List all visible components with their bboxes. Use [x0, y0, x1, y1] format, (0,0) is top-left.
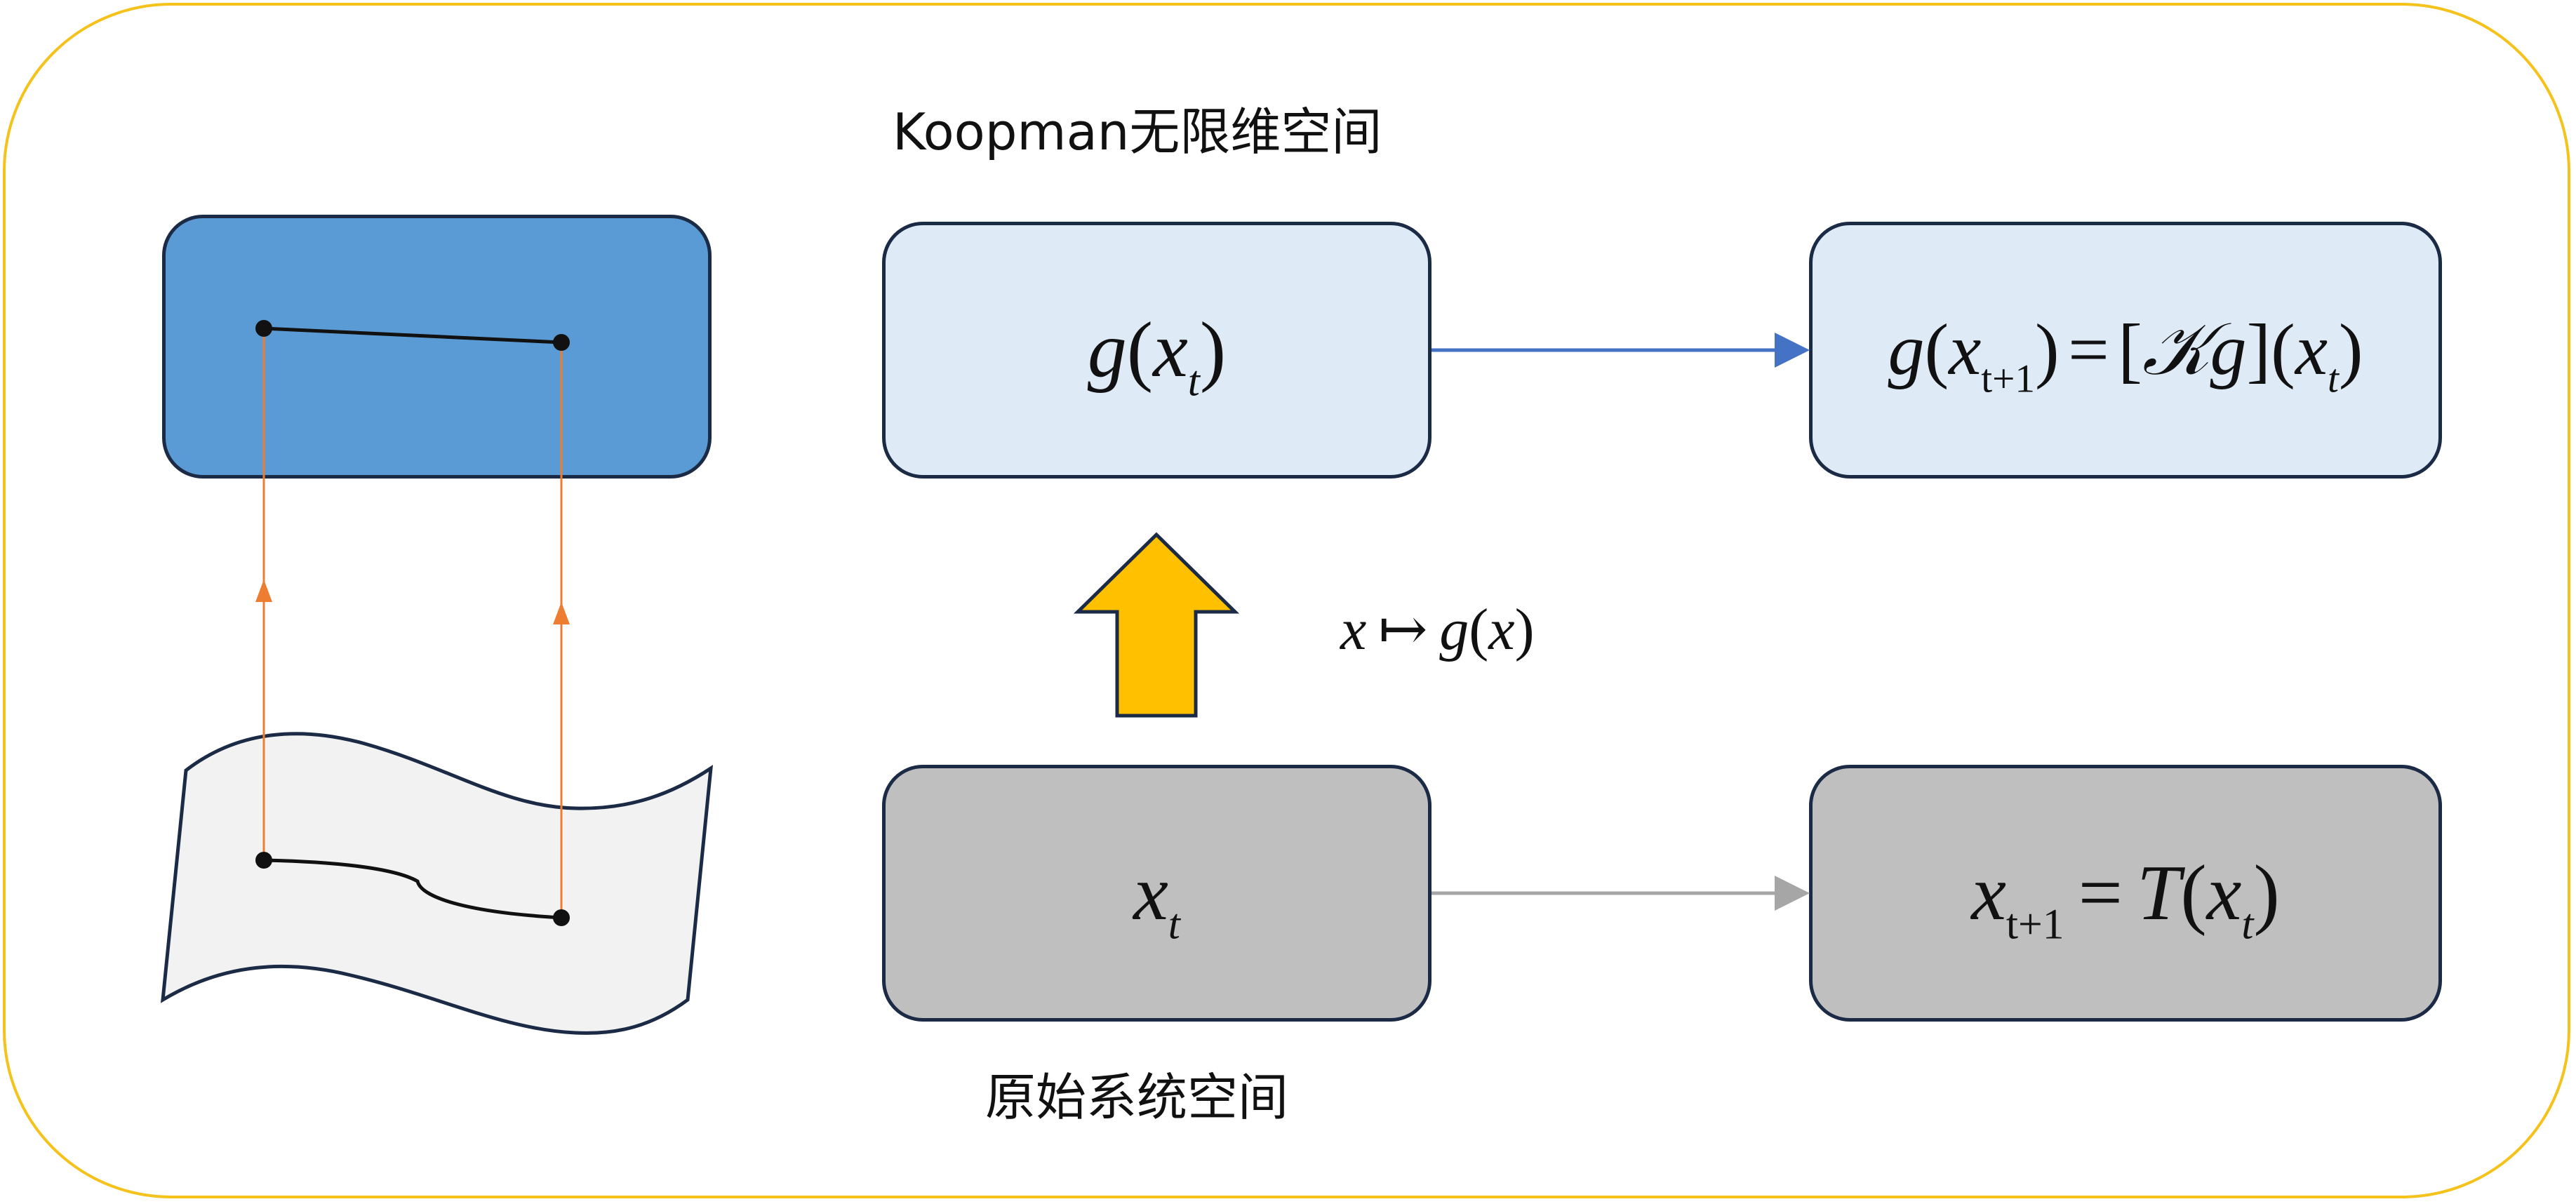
outer-frame — [3, 3, 2570, 1198]
state-next-box: xt+1=T(xt) — [1809, 765, 2442, 1022]
observable-segment — [263, 326, 562, 345]
state-manifold-sheet — [161, 732, 714, 1035]
observable-next-box: g(xt+1)=[𝒦g](xt) — [1809, 222, 2442, 479]
lifting-up-arrow — [1073, 532, 1240, 718]
state-current-box: xt — [882, 765, 1432, 1022]
observable-current-box: g(xt) — [882, 222, 1432, 479]
observable-space-panel — [162, 215, 712, 479]
state-evolution-equation: xt+1=T(xt) — [1971, 850, 2280, 949]
observable-point-2 — [553, 334, 570, 351]
original-space-title: 原始系统空间 — [985, 1068, 1289, 1127]
lifting-map-label: x↦g(x) — [1340, 597, 1535, 662]
koopman-evolution-equation: g(xt+1)=[𝒦g](xt) — [1888, 309, 2363, 401]
lift-arrowhead-left — [255, 580, 272, 602]
koopman-space-title: Koopman无限维空间 — [893, 102, 1382, 161]
state-point-2 — [553, 909, 570, 926]
observable-current-equation: g(xt) — [1087, 307, 1227, 406]
lift-arrowhead-right — [553, 602, 570, 624]
state-trajectory-curve — [263, 858, 562, 920]
state-current-equation: xt — [1133, 850, 1180, 949]
observable-point-1 — [255, 320, 272, 337]
state-point-1 — [255, 852, 272, 869]
